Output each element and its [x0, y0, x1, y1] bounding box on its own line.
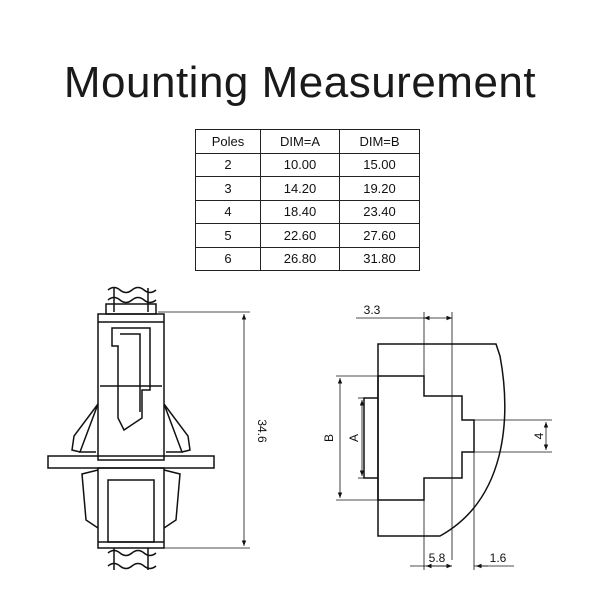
- table-cell: 19.20: [339, 176, 420, 201]
- left-wing: [78, 403, 99, 453]
- right-wing: [163, 403, 184, 453]
- dim-1-6-label: 1.6: [490, 551, 507, 565]
- page-title: Mounting Measurement: [63, 58, 537, 107]
- dim-b-label: B: [322, 434, 336, 442]
- table-row: 5 22.60 27.60: [195, 223, 420, 248]
- height-label: 34.6: [255, 419, 269, 443]
- bottom-contact-wave: [107, 549, 157, 557]
- table-cell: 26.80: [260, 246, 340, 271]
- table-cell: 31.80: [339, 246, 420, 271]
- table-cell: 4: [195, 199, 261, 224]
- dim-4-label: 4: [532, 432, 546, 439]
- table-cell: 3: [195, 176, 261, 201]
- cutout-dimensions: [336, 312, 552, 570]
- top-contact-wave-2: [107, 296, 157, 304]
- bottom-contact-wave-2: [107, 562, 157, 570]
- dim-3-3-label: 3.3: [364, 303, 381, 317]
- inner-socket: [107, 479, 155, 543]
- top-contact-wave: [107, 286, 157, 294]
- panel-cutout-view: [363, 343, 506, 537]
- table-cell: 5: [195, 223, 261, 248]
- dimension-table: Poles DIM=A DIM=B 2 10.00 15.00 3 14.20 …: [195, 129, 420, 271]
- col-header-poles: Poles: [195, 129, 261, 154]
- cutout-profile: [377, 375, 475, 501]
- dim-a-label: A: [347, 434, 361, 442]
- table-cell: 14.20: [260, 176, 340, 201]
- panel-outline: [377, 343, 506, 537]
- table-cell: 23.40: [339, 199, 420, 224]
- lower-left-clip: [81, 469, 99, 529]
- housing-body: [97, 313, 165, 461]
- lower-body: [97, 467, 165, 549]
- table-header-row: Poles DIM=A DIM=B: [195, 129, 420, 154]
- table-row: 6 26.80 31.80: [195, 246, 420, 271]
- connector-side-view: [47, 286, 215, 570]
- table-row: 3 14.20 19.20: [195, 176, 420, 201]
- lower-right-clip: [163, 469, 181, 529]
- panel-flange: [47, 455, 215, 469]
- table-cell: 22.60: [260, 223, 340, 248]
- table-row: 4 18.40 23.40: [195, 199, 420, 224]
- inner-latch: [111, 327, 151, 432]
- table-cell: 27.60: [339, 223, 420, 248]
- table-cell: 6: [195, 246, 261, 271]
- dim-5-8-label: 5.8: [429, 551, 446, 565]
- col-header-dim-a: DIM=A: [260, 129, 340, 154]
- height-dimension: [158, 311, 250, 549]
- col-header-dim-b: DIM=B: [339, 129, 420, 154]
